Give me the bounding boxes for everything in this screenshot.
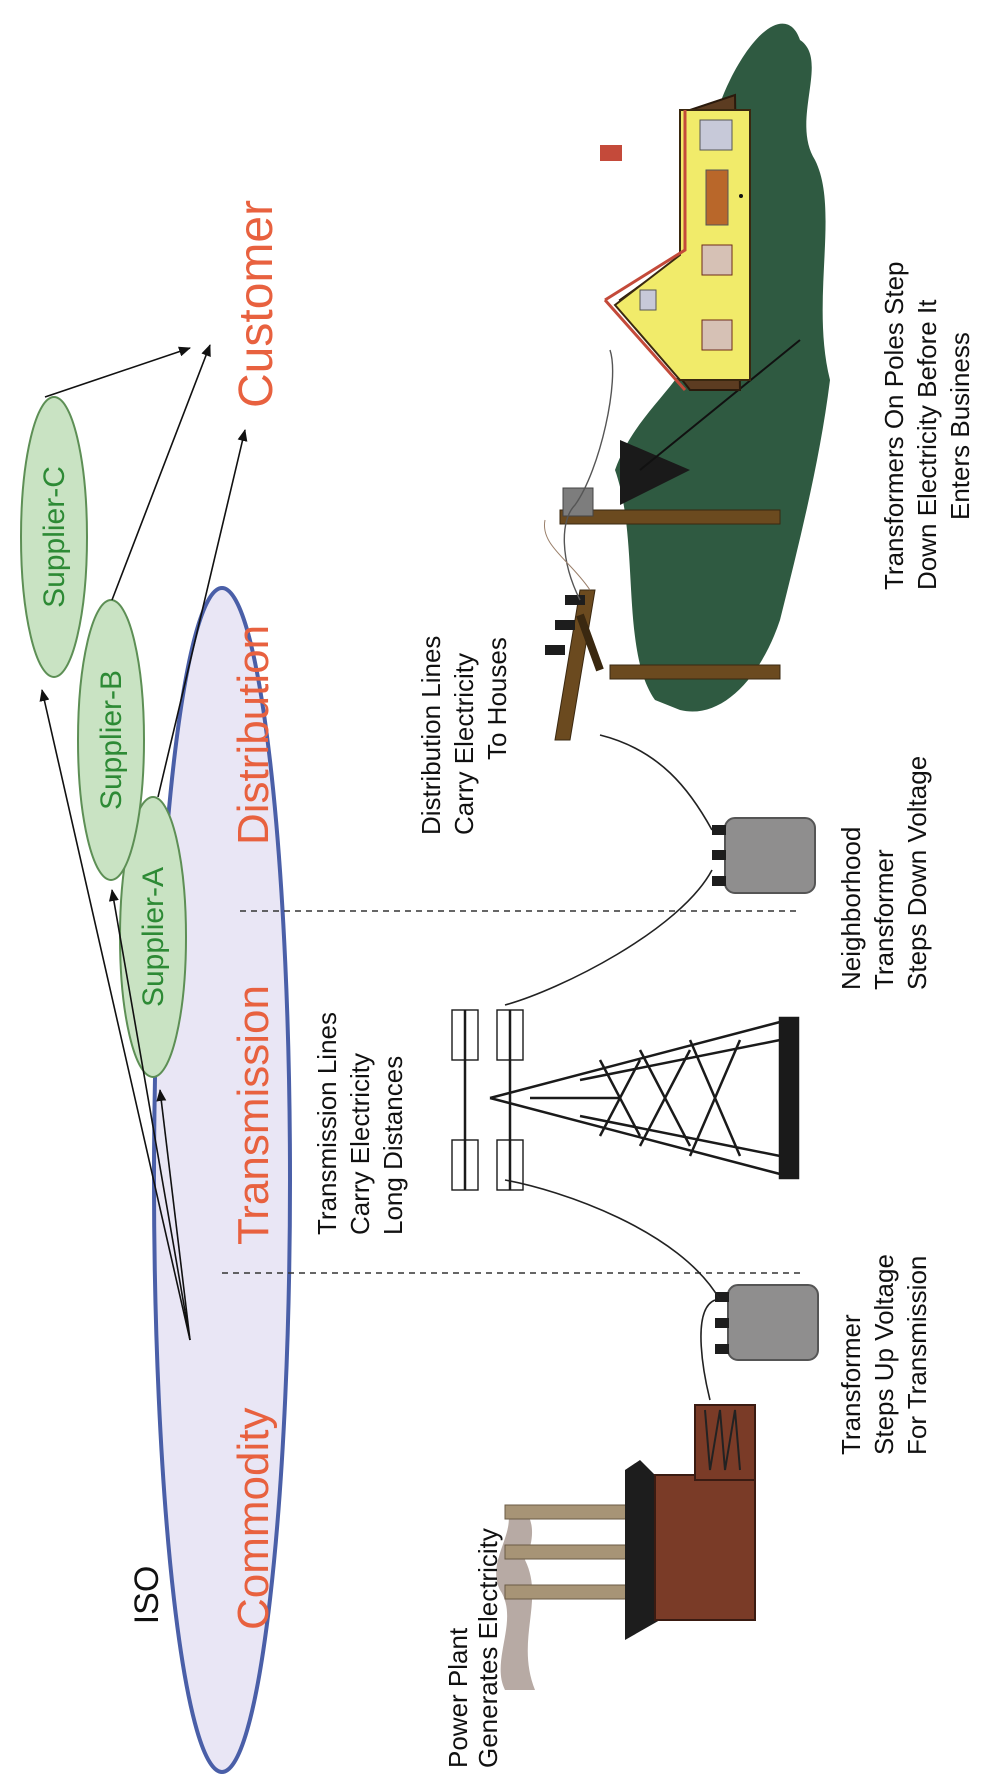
stage-label-transmission: Transmission [229,985,278,1245]
supplier-label-b: Supplier-B [95,670,128,810]
step-up-transformer-illustration [700,1284,819,1401]
caption-pole-transformers-1: Transformers On Poles Step [879,262,909,591]
caption-pole-transformers-2: Down Electricity Before It [912,299,942,590]
iso-label: ISO [128,1566,166,1625]
caption-neighborhood-2: Transformer [869,849,899,990]
caption-power-plant-1: Power Plant [443,1627,473,1768]
pole-transformer-illustration [559,339,801,525]
caption-pole-transformers-3: Enters Business [945,332,975,520]
caption-neighborhood-1: Neighborhood [836,827,866,990]
caption-transmission-1: Transmission Lines [312,1012,342,1235]
stage-label-distribution: Distribution [229,625,278,845]
supplier-to-customer-arrows [44,344,248,798]
caption-transmission-2: Carry Electricity [345,1053,375,1235]
transmission-line-left [504,1179,721,1301]
caption-distribution-1: Distribution Lines [416,636,446,835]
caption-power-plant-2: Generates Electricity [473,1528,503,1768]
section-dividers [222,910,800,1274]
caption-transmission-3: Long Distances [378,1056,408,1235]
caption-step-up-2: Steps Up Voltage [869,1254,899,1455]
stage-label-customer: Customer [230,200,283,408]
supplier-ellipse-c [20,396,88,678]
service-wires [563,349,614,601]
supplier-label-a: Supplier-A [137,867,170,1007]
power-plant-illustration [496,1404,756,1690]
caption-distribution-3: To Houses [482,637,512,760]
neighborhood-transformer-illustration [599,734,816,894]
transmission-line-right [504,869,713,1006]
distribution-pole-illustration [545,589,781,741]
caption-distribution-2: Carry Electricity [449,653,479,835]
caption-step-up-3: For Transmission [902,1256,932,1455]
caption-step-up-1: Transformer [836,1314,866,1455]
supplier-ellipse-b [77,599,145,881]
captions: Power Plant Generates Electricity Transf… [312,262,975,1769]
transmission-tower-illustration [451,1009,800,1191]
caption-neighborhood-3: Steps Down Voltage [902,756,932,990]
house-illustration [600,93,751,391]
supplier-label-c: Supplier-C [38,466,71,608]
stage-label-commodity: Commodity [229,1408,278,1631]
iso-to-supplier-arrows [39,689,191,1341]
